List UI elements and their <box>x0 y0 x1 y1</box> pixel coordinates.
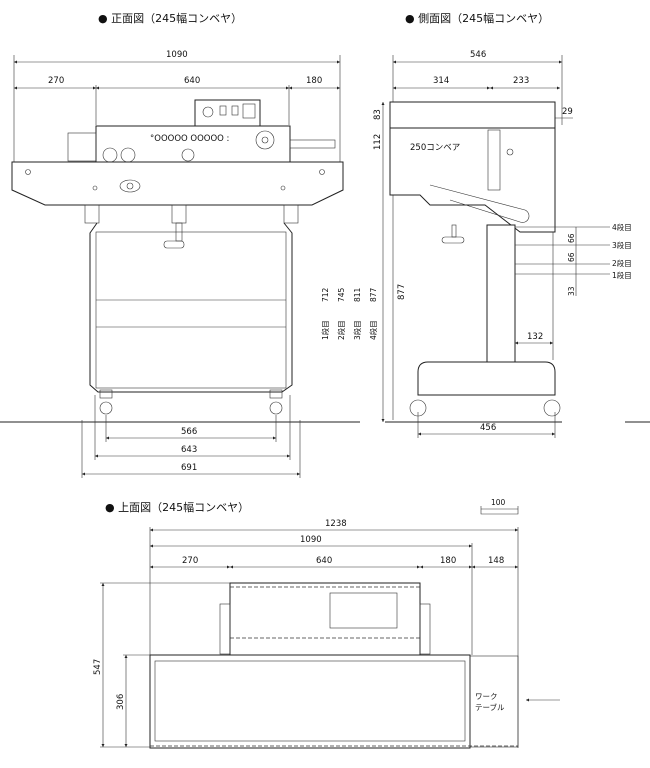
side-top-cover <box>389 101 556 129</box>
height-label-4: 4段目 <box>368 320 378 340</box>
dim-front-total: 1090 <box>166 50 188 60</box>
height-label-1: 1段目 <box>320 320 330 340</box>
dim-step-a: 66 <box>567 233 576 243</box>
dim-step-c: 33 <box>567 286 576 296</box>
dim-side-right: 233 <box>513 76 529 86</box>
dim-step-b: 66 <box>567 252 576 262</box>
work-table-label-1: ワーク <box>475 692 498 701</box>
dim-top-h: 83 <box>373 109 383 120</box>
heater-rollers: °OOOOO OOOOO : <box>150 134 229 144</box>
level-3: 3段目 <box>612 240 632 250</box>
dim-frame-width: 643 <box>181 445 197 455</box>
height-value-4: 877 <box>369 287 378 302</box>
dim-side-total: 546 <box>470 50 486 60</box>
conveyor-plate <box>11 161 344 206</box>
dim-top-left: 270 <box>182 556 198 566</box>
height-value-2: 745 <box>337 287 346 302</box>
work-table-end <box>469 655 519 748</box>
top-sealer-body <box>229 582 421 656</box>
scale-bar <box>480 506 519 515</box>
dim-caster-span: 566 <box>181 427 197 437</box>
dim-side-height: 877 <box>397 284 407 300</box>
level-1: 1段目 <box>612 270 632 280</box>
conveyor-label: 250コンベア <box>410 143 460 153</box>
side-view: ● 側面図（245幅コンベヤ） 546 314 233 29 250コンベア 8… <box>320 12 650 438</box>
dim-top-depth: 547 <box>93 659 103 675</box>
caster-left <box>99 401 113 415</box>
dim-column-offset: 132 <box>527 332 543 342</box>
side-base <box>417 361 556 396</box>
front-view: ● 正面図（245幅コンベヤ） 1090 270 640 180 °OOOOO … <box>0 12 360 478</box>
level-2: 2段目 <box>612 258 632 268</box>
front-view-title: ● 正面図（245幅コンベヤ） <box>98 12 242 25</box>
dim-top-right: 180 <box>440 556 456 566</box>
caster-right <box>269 401 283 415</box>
top-view: ● 上面図（245幅コンベヤ） 100 1238 1090 270 640 18… <box>93 498 560 749</box>
side-view-title: ● 側面図（245幅コンベヤ） <box>405 12 549 25</box>
dim-side-left: 314 <box>433 76 449 86</box>
outfeed-guide <box>289 139 336 149</box>
dim-top-extra: 148 <box>488 556 504 566</box>
work-table <box>149 654 471 749</box>
scale-bar-label: 100 <box>491 498 506 507</box>
height-label-3: 3段目 <box>352 320 362 340</box>
dim-front-right: 180 <box>306 76 322 86</box>
dim-top-overall: 1238 <box>325 519 347 529</box>
dim-base-width: 456 <box>480 423 496 433</box>
dim-front-center: 640 <box>184 76 200 86</box>
level-4: 4段目 <box>612 222 632 232</box>
dim-side-offset: 29 <box>562 107 573 117</box>
side-body <box>389 127 556 233</box>
dim-table-depth: 306 <box>116 694 126 710</box>
top-view-title: ● 上面図（245幅コンベヤ） <box>105 501 249 514</box>
dim-front-left: 270 <box>48 76 64 86</box>
height-label-2: 2段目 <box>336 320 346 340</box>
height-value-3: 811 <box>353 287 362 302</box>
height-value-1: 712 <box>321 287 330 302</box>
dim-mid-h: 112 <box>373 134 383 150</box>
dim-top-center: 640 <box>316 556 332 566</box>
sealer-body <box>95 125 291 163</box>
control-box <box>194 99 261 127</box>
dim-overall-width: 691 <box>181 463 197 473</box>
work-table-label-2: テーブル <box>475 702 505 712</box>
stand-frame <box>89 222 293 393</box>
top-control-window <box>329 592 398 629</box>
dim-top-total: 1090 <box>300 535 322 545</box>
